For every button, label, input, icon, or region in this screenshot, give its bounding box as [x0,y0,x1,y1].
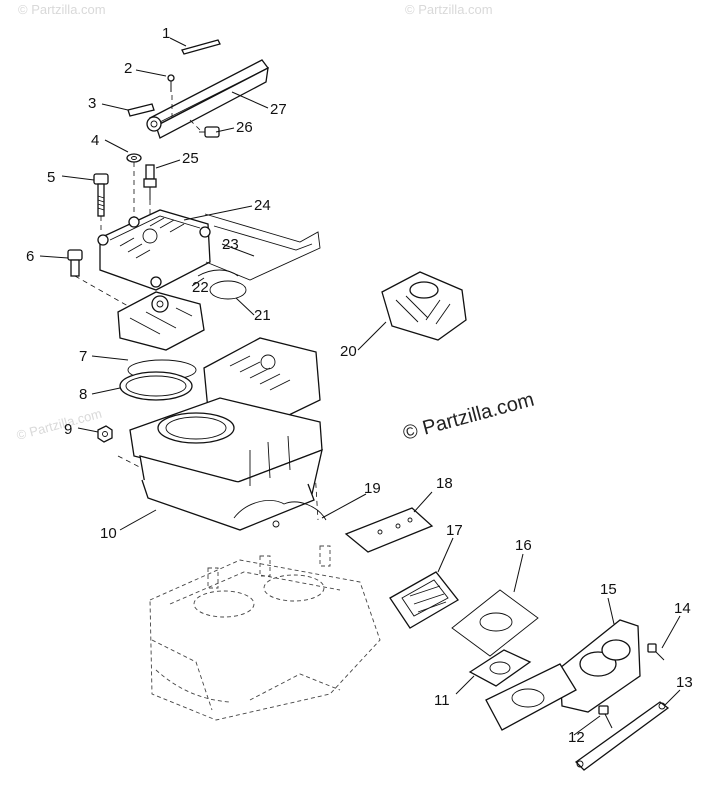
part-20-cover [381,271,467,341]
part-25-spark-plug [143,164,157,200]
part-17-reed-valve [389,571,459,629]
callout-17: 17 [446,522,463,539]
watermark-top-left: © Partzilla.com [18,2,106,17]
part-21-oring [209,280,247,300]
part-11-flange [468,649,532,687]
callout-19: 19 [364,480,381,497]
callout-labels: 1 2 3 4 5 6 7 8 9 10 11 12 13 14 15 16 1… [26,25,693,746]
part-9-nut [97,425,113,443]
callout-23: 23 [222,236,239,253]
callout-18: 18 [436,475,453,492]
callout-8: 8 [79,386,87,403]
part-13-strap [574,701,670,771]
part-5-bolt [93,173,109,217]
part-18-plate [344,507,434,553]
callout-15: 15 [600,581,617,598]
part-4-washer [126,153,142,163]
part-12-bolt [598,705,613,729]
part-10-cylinder [129,397,323,531]
callout-4: 4 [91,132,99,149]
watermark-mid-left: © Partzilla.com [15,406,104,443]
callout-7: 7 [79,348,87,365]
callout-13: 13 [676,674,693,691]
callout-12: 12 [568,729,585,746]
callout-27: 27 [270,101,287,118]
part-23-gasket-plate [204,213,321,281]
crankcase [149,545,381,721]
head-insert [117,291,205,351]
part-3-clip [127,103,155,117]
part-22-seal [197,269,239,277]
callout-26: 26 [236,119,253,136]
callout-11: 11 [434,692,450,709]
intake-adapter [485,663,577,731]
callout-3: 3 [88,95,96,112]
callout-24: 24 [254,197,271,214]
part-19-base-gasket [233,500,327,528]
leader-lines [39,37,681,736]
callout-16: 16 [515,537,532,554]
watermark-top-right: © Partzilla.com [405,2,493,17]
part-24-head-cover [97,209,211,291]
part-1-strip [181,39,221,55]
callout-2: 2 [124,60,132,77]
callout-21: 21 [254,307,271,324]
part-26-fitting [199,126,220,138]
callout-10: 10 [100,525,117,542]
callout-9: 9 [64,421,72,438]
part-27-rail [146,59,269,139]
part-8-oring [119,371,193,401]
callout-22: 22 [192,279,209,296]
part-15-manifold [559,619,641,713]
callout-14: 14 [674,600,691,617]
part-6-bolt [67,249,83,277]
callout-25: 25 [182,150,199,167]
callout-20: 20 [340,343,357,360]
part-16-gasket [451,589,539,657]
part-14-bolt [647,643,665,661]
brand-text: © Partzilla.com [401,389,537,445]
callout-1: 1 [162,25,170,42]
callout-5: 5 [47,169,55,186]
callout-6: 6 [26,248,34,265]
part-2-screw [167,74,175,92]
